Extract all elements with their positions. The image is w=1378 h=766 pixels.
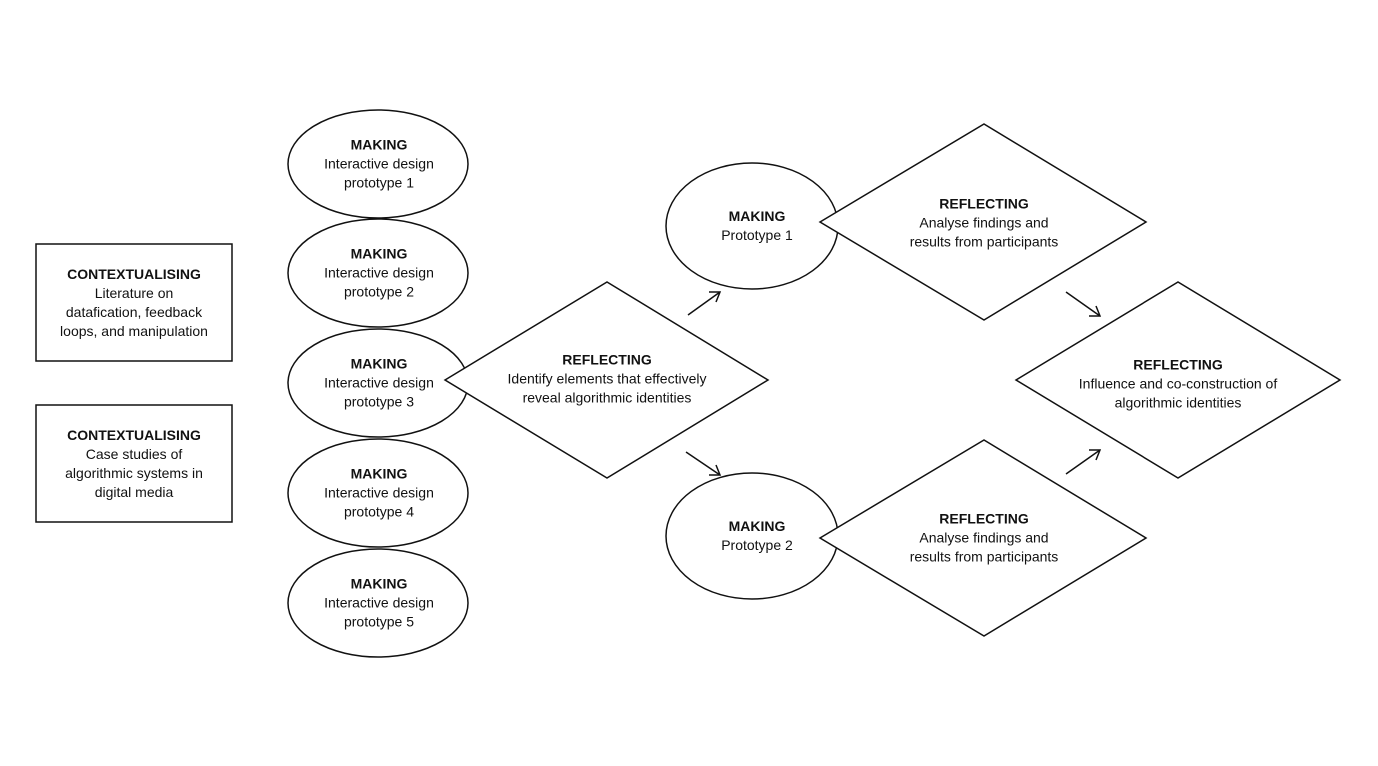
arrow-icon bbox=[685, 451, 722, 476]
arrow-icon bbox=[1065, 291, 1102, 317]
prototype-ellipse-5 bbox=[287, 548, 469, 658]
context-box-1 bbox=[35, 243, 233, 362]
reflect-final-diamond bbox=[1014, 281, 1342, 479]
prototype-ellipse-1 bbox=[287, 109, 469, 219]
reflect-center-diamond bbox=[443, 281, 770, 479]
prototype-ellipse-4 bbox=[287, 438, 469, 548]
prototype-ellipse-2 bbox=[287, 218, 469, 328]
arrow-icon bbox=[1065, 449, 1102, 475]
arrow-icon bbox=[687, 291, 722, 316]
reflect-right-diamond-1 bbox=[818, 123, 1148, 321]
context-box-2 bbox=[35, 404, 233, 523]
reflect-right-diamond-2 bbox=[818, 439, 1148, 637]
